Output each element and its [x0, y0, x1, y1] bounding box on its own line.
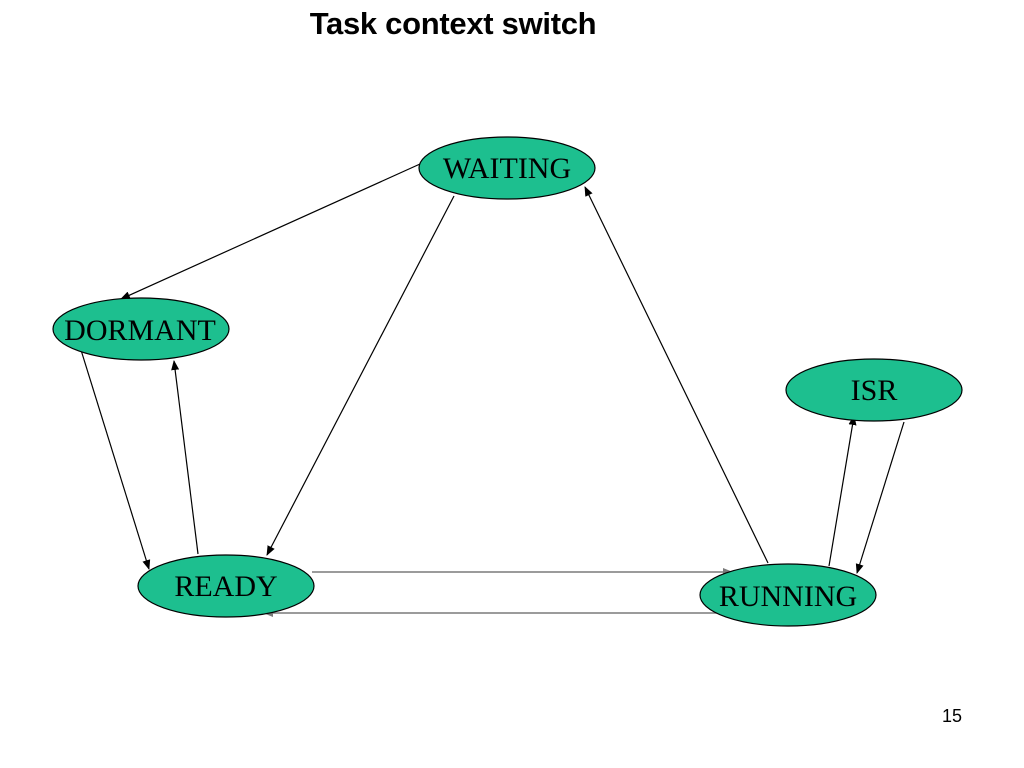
slide-title: Task context switch	[309, 6, 597, 41]
transitions	[80, 163, 905, 617]
edge-waiting-to-dormant	[120, 163, 421, 300]
state-waiting: WAITING	[418, 136, 596, 200]
edge-isr-to-running	[855, 421, 905, 574]
state-ready-label: READY	[174, 570, 277, 603]
edge-ready-to-dormant	[171, 360, 199, 555]
state-dormant-ellipse	[52, 297, 230, 361]
edge-waiting-to-ready	[266, 195, 455, 556]
edge-running-to-isr	[828, 415, 857, 567]
state-running-ellipse	[699, 563, 877, 627]
state-isr: ISR	[785, 358, 963, 422]
state-waiting-label: WAITING	[443, 152, 571, 185]
edge-dormant-to-ready	[80, 349, 151, 570]
state-isr-label: ISR	[851, 374, 898, 407]
state-isr-ellipse	[785, 358, 963, 422]
state-dormant: DORMANT	[52, 297, 230, 361]
edge-running-to-waiting	[584, 186, 769, 564]
state-running: RUNNING	[699, 563, 877, 627]
state-waiting-ellipse	[418, 136, 596, 200]
state-ready-ellipse	[137, 554, 315, 618]
state-dormant-label: DORMANT	[64, 314, 216, 347]
page-number: 15	[941, 706, 962, 726]
state-ready: READY	[137, 554, 315, 618]
state-running-label: RUNNING	[719, 580, 857, 613]
